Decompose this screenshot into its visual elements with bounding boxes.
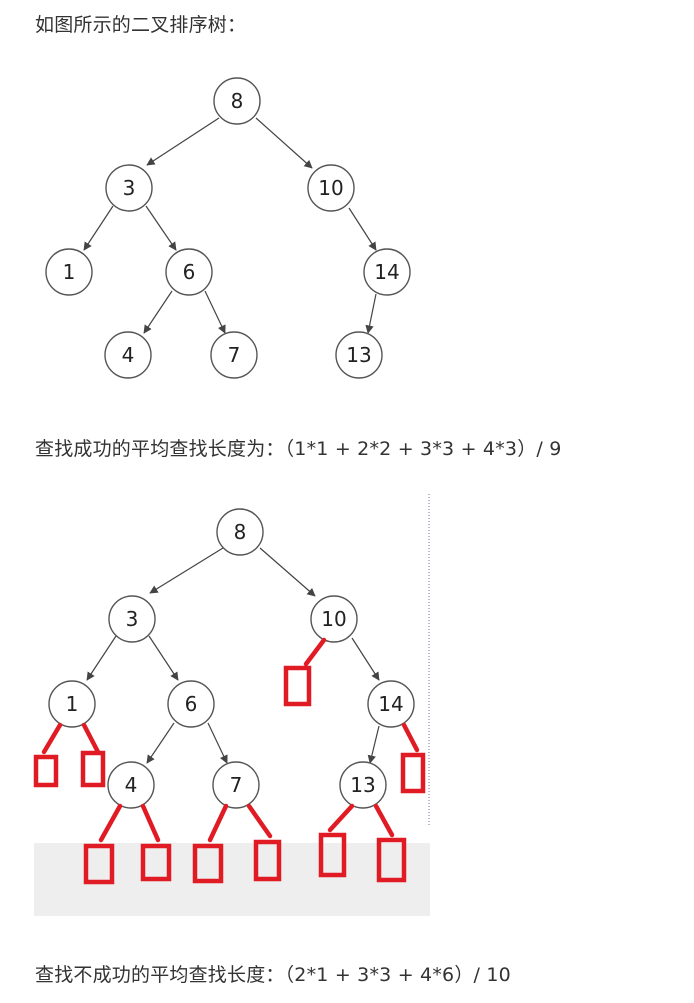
figure-bottom-band: [34, 843, 430, 916]
svg-text:4: 4: [125, 773, 138, 797]
edge-10-14: [348, 207, 377, 251]
null-node-1-left: [33, 722, 63, 788]
svg-text:3: 3: [123, 176, 136, 200]
svg-text:1: 1: [66, 692, 79, 716]
svg-text:3: 3: [126, 607, 139, 631]
ext-tree-node-4: 4: [107, 761, 155, 809]
svg-text:14: 14: [378, 692, 403, 716]
null-node-under-10: [283, 637, 327, 707]
edge-3-1: [83, 205, 114, 251]
edge-8-10: [255, 117, 313, 169]
svg-text:8: 8: [231, 89, 244, 113]
extended-tree-figure: 8 3 10 1 6 14 4 7 13: [33, 494, 430, 916]
binary-search-tree-figure: 8 3 10 1 6 14 4 7 13: [45, 77, 411, 379]
tree-node-6: 6: [165, 248, 213, 296]
ext-tree-node-7: 7: [212, 761, 260, 809]
svg-text:6: 6: [183, 260, 196, 284]
ext-tree-node-10: 10: [310, 595, 358, 643]
null-node-4-right: [140, 803, 172, 882]
svg-text:14: 14: [374, 260, 399, 284]
ext-tree-node-3: 3: [108, 595, 156, 643]
intro-text: 如图所示的二叉排序树：: [35, 14, 247, 36]
tree-node-3: 3: [105, 164, 153, 212]
svg-text:7: 7: [228, 343, 241, 367]
svg-text:7: 7: [230, 773, 243, 797]
null-node-13-left: [318, 803, 355, 878]
tree-node-7: 7: [210, 331, 258, 379]
edge-3-6: [145, 205, 177, 251]
svg-text:8: 8: [234, 520, 247, 544]
null-node-1-right: [80, 722, 106, 788]
tree-node-8: 8: [213, 77, 261, 125]
tree-node-1: 1: [45, 248, 93, 296]
ext-tree-node-8: 8: [216, 508, 264, 556]
ext-tree-node-14: 14: [367, 680, 415, 728]
svg-text:13: 13: [346, 343, 371, 367]
edge-6-4: [143, 290, 173, 334]
fail-search-length-text: 查找不成功的平均查找长度：（2*1 + 3*3 + 4*6）/ 10: [35, 964, 511, 986]
svg-text:10: 10: [318, 176, 343, 200]
success-search-length-text: 查找成功的平均查找长度为：（1*1 + 2*2 + 3*3 + 4*3）/ 9: [35, 438, 562, 460]
svg-text:4: 4: [122, 343, 135, 367]
edge-6-7: [204, 290, 226, 334]
extended-tree-edges: [86, 547, 380, 764]
tree-node-4: 4: [104, 331, 152, 379]
null-node-14-right: [400, 722, 426, 794]
ext-tree-node-1: 1: [48, 680, 96, 728]
ext-tree-node-6: 6: [167, 680, 215, 728]
tree-node-13: 13: [335, 331, 383, 379]
svg-text:13: 13: [350, 773, 375, 797]
svg-text:6: 6: [185, 692, 198, 716]
tree-edges: [83, 117, 377, 334]
ext-tree-node-13: 13: [339, 761, 387, 809]
null-node-7-right: [246, 803, 282, 882]
edge-8-3: [146, 117, 220, 166]
null-node-13-right: [373, 803, 407, 883]
svg-text:1: 1: [63, 260, 76, 284]
tree-node-14: 14: [363, 248, 411, 296]
edge-14-13: [365, 293, 377, 334]
tree-node-10: 10: [307, 164, 355, 212]
null-node-7-left: [192, 803, 229, 884]
null-node-4-left: [83, 803, 123, 885]
svg-text:10: 10: [321, 607, 346, 631]
